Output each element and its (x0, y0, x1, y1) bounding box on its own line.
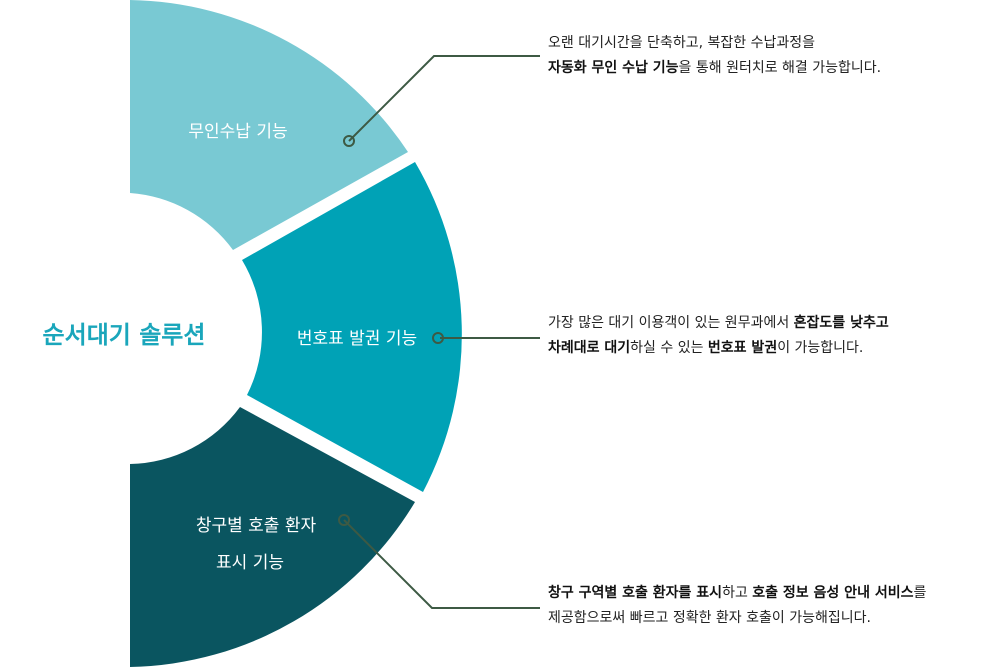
description-text: 을 통해 원터치로 해결 가능합니다. (678, 60, 882, 76)
description-text: 이 가능합니다. (777, 340, 864, 356)
connector-dot-2 (432, 332, 444, 344)
segment-label-ticket-issuing: 번호표 발권 기능 (297, 329, 417, 349)
connector-line-3 (343, 519, 540, 609)
description-bold-text: 혼잡도를 낮추고 (793, 315, 889, 331)
description-line: 자동화 무인 수납 기능을 통해 원터치로 해결 가능합니다. (548, 56, 881, 81)
segment-ticket-issuing[interactable] (242, 162, 462, 492)
description-line: 제공함으로써 빠르고 정확한 환자 호출이 가능해집니다. (548, 606, 926, 631)
description-line: 차례대로 대기하실 수 있는 번호표 발권이 가능합니다. (548, 336, 889, 361)
segment-counter-call-display[interactable] (130, 407, 415, 667)
description-bold-text: 자동화 무인 수납 기능 (548, 60, 679, 76)
description-line: 가장 많은 대기 이용객이 있는 원무과에서 혼잡도를 낮추고 (548, 311, 889, 336)
description-text: 오랜 대기시간을 단축하고, 복잡한 수납과정을 (548, 35, 815, 51)
segment-unmanned-payment[interactable] (130, 0, 408, 250)
description-text: 하실 수 있는 (630, 340, 708, 356)
description-line: 오랜 대기시간을 단축하고, 복잡한 수납과정을 (548, 31, 881, 56)
segment-label-counter-call-line1: 창구별 호출 환자 (196, 516, 317, 536)
segment-label-unmanned-payment: 무인수납 기능 (188, 122, 287, 142)
center-title: 순서대기 솔루션 (43, 321, 206, 349)
description-bold-text: 호출 정보 음성 안내 서비스 (752, 585, 914, 601)
description-bold-text: 차례대로 대기 (548, 340, 631, 356)
description-text: 제공함으로써 빠르고 정확한 환자 호출이 가능해집니다. (548, 610, 871, 626)
connector-dot-3 (338, 514, 350, 526)
segment-label-counter-call-line2: 표시 기능 (216, 553, 284, 573)
description-text: 를 (913, 585, 927, 601)
description-text: 하고 (722, 585, 753, 601)
connector-line-1 (348, 55, 540, 142)
connector-dot-1 (343, 135, 355, 147)
description-text: 가장 많은 대기 이용객이 있는 원무과에서 (548, 315, 794, 331)
description-line: 창구 구역별 호출 환자를 표시하고 호출 정보 음성 안내 서비스를 (548, 581, 926, 606)
description-bold-text: 번호표 발권 (707, 340, 778, 356)
description-bold-text: 창구 구역별 호출 환자를 표시 (548, 585, 723, 601)
